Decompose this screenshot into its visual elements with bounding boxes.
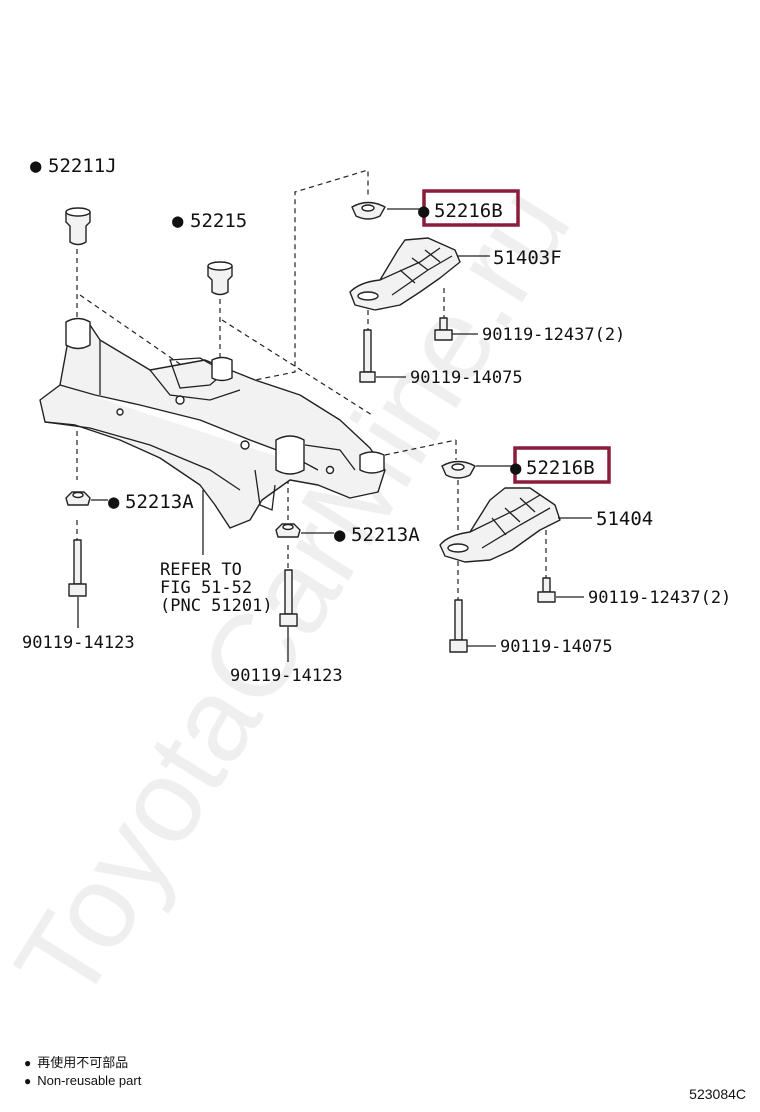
label-90119-14075-lower[interactable]: 90119-14075: [500, 637, 613, 657]
legend-row-cn: ● 再使用不可部品: [24, 1054, 141, 1072]
label-51403F[interactable]: 51403F: [493, 247, 562, 269]
bushing-52215: [207, 261, 233, 296]
part-labels: ● 52211J ● 52215 ● 52216B 51403F 90119-1…: [22, 155, 731, 686]
label-90119-14123-left[interactable]: 90119-14123: [22, 633, 135, 653]
bolt-90119-12437-upper: [434, 317, 453, 341]
label-52213A-right[interactable]: 52213A: [351, 524, 420, 546]
bolt-90119-14075-lower: [449, 599, 468, 653]
bolt-90119-14123-left: [68, 539, 87, 597]
label-52211J[interactable]: 52211J: [48, 155, 117, 177]
refer-line-1: REFER TO: [160, 560, 242, 580]
label-90119-14075-upper[interactable]: 90119-14075: [410, 368, 523, 388]
washer-52216B-lower: [441, 460, 476, 479]
marker-52216B-lower: ●: [510, 457, 522, 479]
label-52213A-left[interactable]: 52213A: [125, 491, 194, 513]
washer-52216B-upper: [351, 201, 386, 220]
legend-bullet-icon: ●: [24, 1056, 32, 1070]
label-90119-12437-upper[interactable]: 90119-12437(2): [482, 325, 625, 345]
marker-52216B-upper: ●: [418, 200, 430, 222]
marker-52215: ●: [172, 210, 184, 232]
bolt-90119-12437-lower: [537, 577, 556, 603]
brace-51404: [439, 487, 561, 563]
label-52216B-lower[interactable]: 52216B: [526, 457, 595, 479]
bolt-90119-14075-upper: [359, 329, 376, 383]
brace-51403F: [349, 237, 461, 311]
legend-row-en: ● Non-reusable part: [24, 1072, 141, 1090]
refer-line-2[interactable]: FIG 51-52: [160, 578, 252, 598]
label-90119-12437-lower[interactable]: 90119-12437(2): [588, 588, 731, 608]
nut-52213A-left: [65, 491, 91, 506]
figure-code: 523084C: [689, 1086, 746, 1102]
marker-52211J: ●: [30, 155, 42, 177]
label-90119-14123-right[interactable]: 90119-14123: [230, 666, 343, 686]
front-subframe: [39, 317, 386, 529]
watermark: ToyotaCarMine.ru: [0, 164, 596, 1024]
label-51404[interactable]: 51404: [596, 508, 653, 530]
label-52216B-upper[interactable]: 52216B: [434, 200, 503, 222]
marker-52213A-right: ●: [334, 524, 346, 546]
label-52215[interactable]: 52215: [190, 210, 247, 232]
legend-bullet-icon: ●: [24, 1074, 32, 1088]
marker-52213A-left: ●: [108, 491, 120, 513]
highlight-box-52216B-upper: [422, 189, 520, 227]
leader-lines: [77, 208, 592, 662]
legend-text-cn: 再使用不可部品: [37, 1055, 129, 1070]
refer-line-3[interactable]: (PNC 51201): [160, 596, 273, 616]
highlight-box-52216B-lower: [513, 446, 611, 484]
legend: ● 再使用不可部品 ● Non-reusable part: [24, 1054, 141, 1090]
legend-text-en: Non-reusable part: [37, 1073, 142, 1088]
bushing-52211J: [65, 207, 91, 246]
nut-52213A-right: [275, 523, 301, 538]
bolt-90119-14123-right: [279, 569, 298, 627]
